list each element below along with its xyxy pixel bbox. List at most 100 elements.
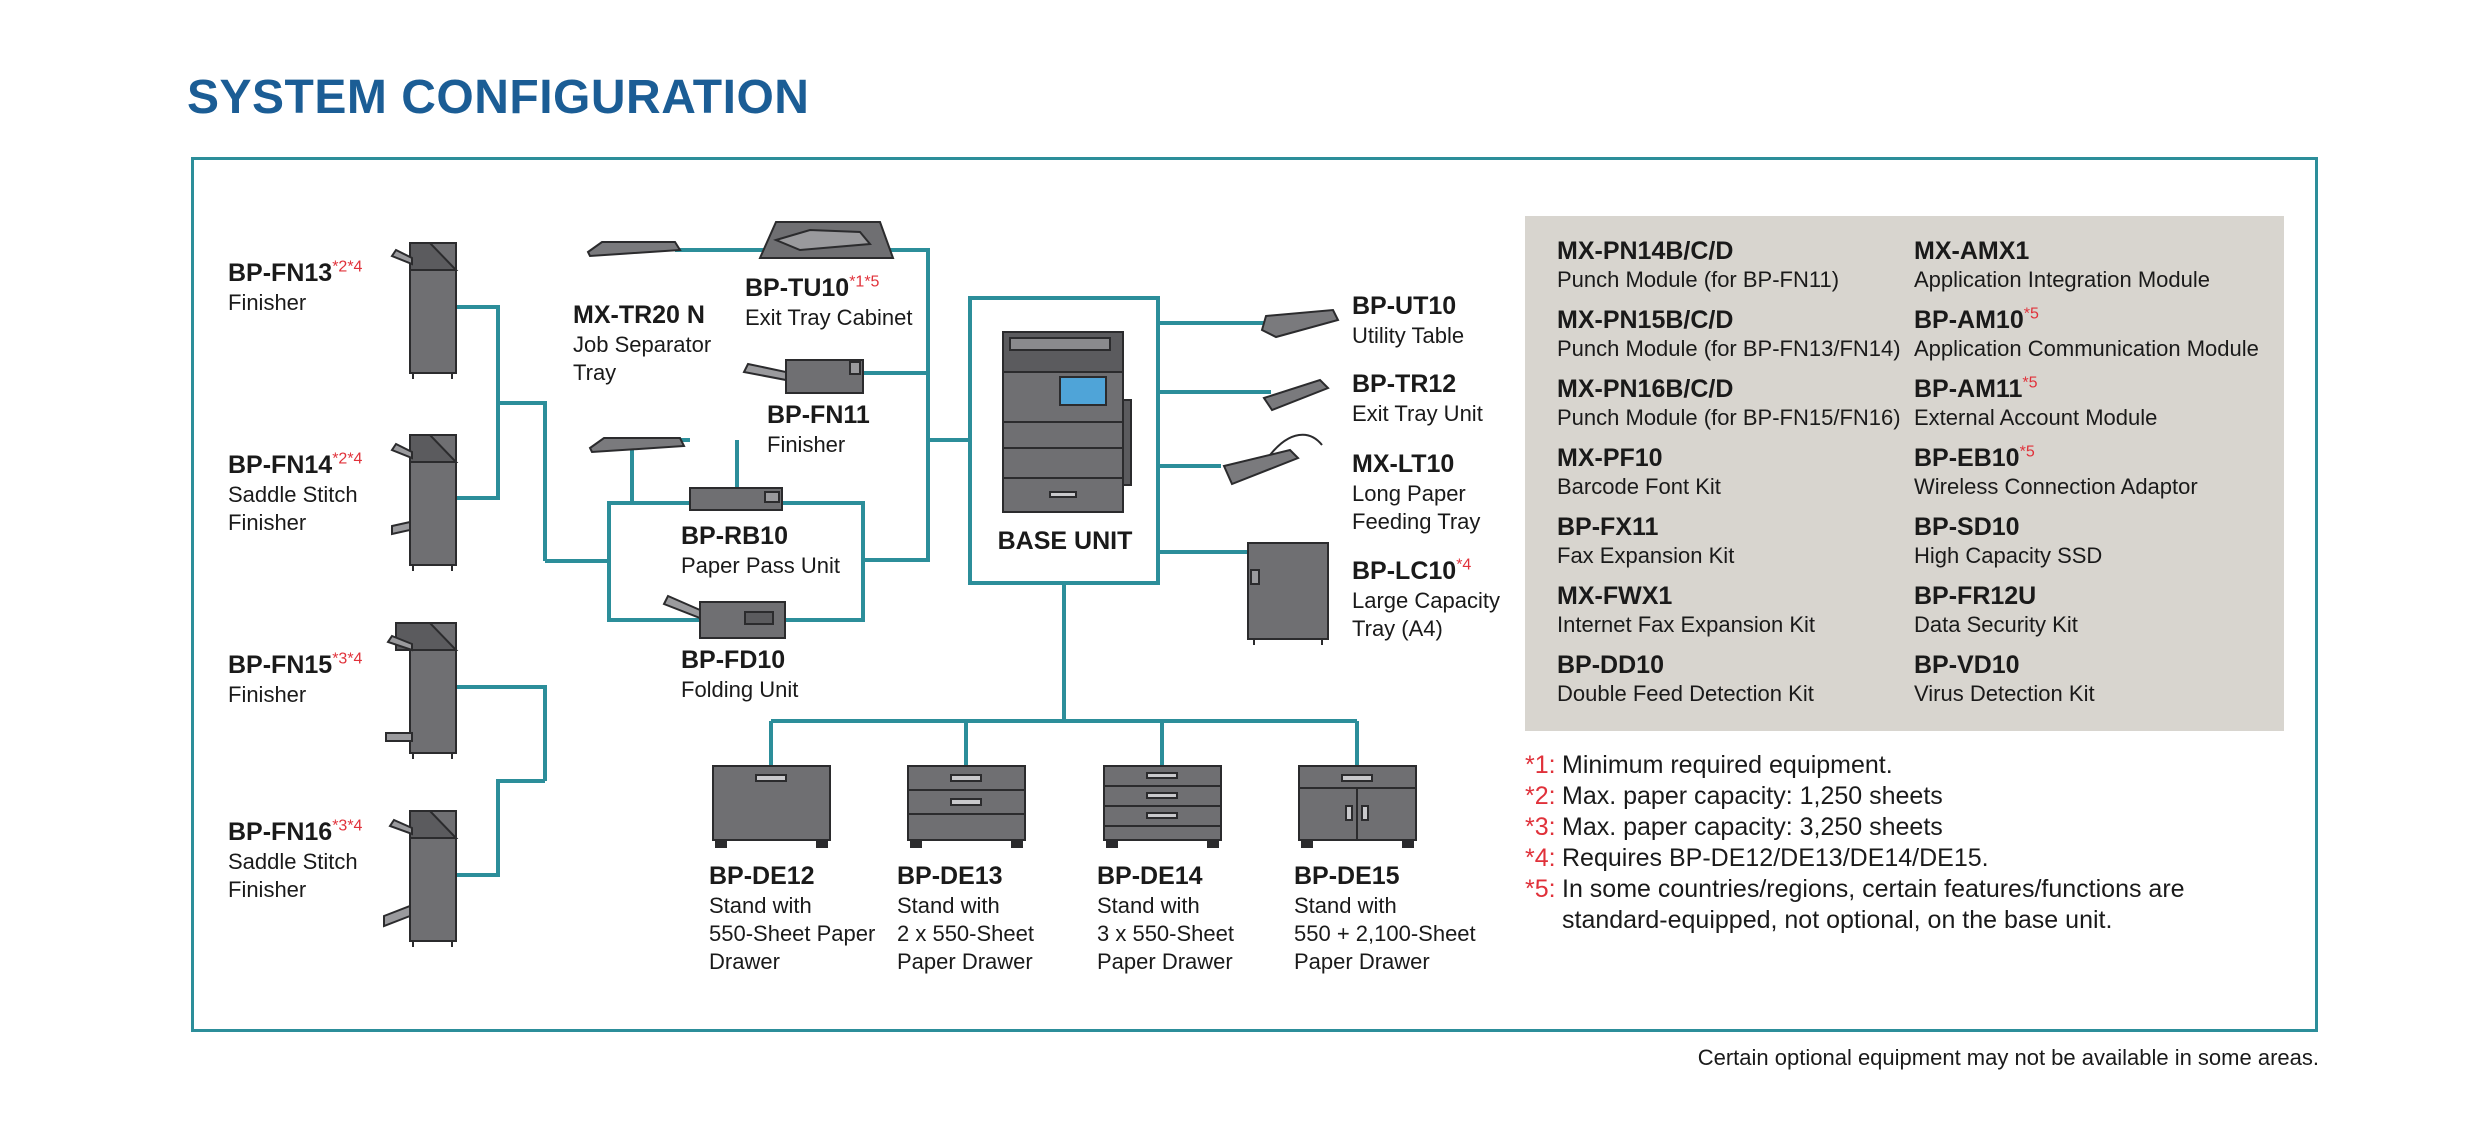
option-desc: Punch Module (for BP-FN11)	[1557, 267, 1840, 292]
footnote-marker: *1:	[1525, 751, 1556, 779]
label-lc10: BP-LC10*4 Large Capacity Tray (A4)	[1352, 556, 1500, 643]
code-fd10: BP-FD10	[681, 646, 786, 674]
option-desc: Punch Module (for BP-FN15/FN16)	[1557, 405, 1901, 430]
desc1-de13: Stand with	[897, 893, 1000, 918]
code-de12: BP-DE12	[709, 862, 815, 890]
desc1-de15: Stand with	[1294, 893, 1397, 918]
label-fn14: BP-FN14*2*4 Saddle Stitch Finisher	[228, 450, 362, 537]
footnote-text: Max. paper capacity: 1,250 sheets	[1562, 782, 1943, 810]
footnote: *1:Minimum required equipment.	[1525, 750, 2185, 781]
desc-fn13: Finisher	[228, 290, 307, 315]
desc-fn15: Finisher	[228, 682, 307, 707]
option-notes: *5	[2019, 443, 2035, 461]
desc2-de15: 550 + 2,100-Sheet	[1294, 921, 1476, 946]
desc3-de12: Drawer	[709, 949, 780, 974]
stand-de14-icon	[1103, 765, 1222, 848]
desc3-de13: Paper Drawer	[897, 949, 1033, 974]
line-fn15	[456, 685, 547, 781]
label-fd10: BP-FD10 Folding Unit	[681, 645, 798, 704]
stand-de15-icon	[1298, 765, 1417, 848]
label-fn13: BP-FN13*2*4 Finisher	[228, 258, 362, 317]
desc3-de14: Paper Drawer	[1097, 949, 1233, 974]
label-de13: BP-DE13 Stand with 2 x 550-Sheet Paper D…	[897, 861, 1034, 976]
desc2-de12: 550-Sheet Paper	[709, 921, 876, 946]
footnote: *2:Max. paper capacity: 1,250 sheets	[1525, 781, 2185, 812]
stand-de13-icon	[907, 765, 1026, 848]
desc2-lc10: Tray (A4)	[1352, 616, 1443, 641]
code-tr20n: MX-TR20 N	[573, 301, 705, 329]
label-tr20n: MX-TR20 N Job Separator Tray	[573, 300, 711, 387]
footnote-text: Minimum required equipment.	[1562, 751, 1893, 779]
label-lt10: MX-LT10 Long Paper Feeding Tray	[1352, 449, 1480, 536]
label-tu10: BP-TU10*1*5 Exit Tray Cabinet	[745, 273, 913, 332]
base-unit-label: BASE UNIT	[997, 527, 1133, 555]
finisher-fn13-icon	[390, 242, 459, 379]
notes-fn15: *3*4	[332, 650, 363, 668]
notes-fn13: *2*4	[332, 258, 363, 276]
desc-ut10: Utility Table	[1352, 323, 1465, 348]
option-desc: External Account Module	[1914, 405, 2158, 430]
option-code: BP-FR12U	[1914, 582, 2037, 610]
footnotes: *1:Minimum required equipment. *2:Max. p…	[1525, 750, 2185, 936]
desc2-de13: 2 x 550-Sheet	[897, 921, 1034, 946]
option-desc: Application Communication Module	[1914, 336, 2259, 361]
option-code: MX-FWX1	[1557, 582, 1673, 610]
code-rb10: BP-RB10	[681, 522, 788, 550]
base-unit-mfp-icon	[1002, 331, 1132, 513]
tray-tr20n-icon	[586, 241, 682, 258]
code-fn15: BP-FN15	[228, 651, 333, 679]
exit-tray-tr12-icon	[1262, 378, 1330, 412]
footer-disclaimer: Certain optional equipment may not be av…	[1697, 1045, 2319, 1070]
line-fn14	[456, 403, 500, 500]
code-tu10: BP-TU10	[745, 274, 850, 302]
code-lt10: MX-LT10	[1352, 450, 1455, 478]
desc1-de14: Stand with	[1097, 893, 1200, 918]
finisher-fn15-icon	[385, 622, 459, 759]
desc-fd10: Folding Unit	[681, 677, 799, 702]
option-code: BP-EB10	[1914, 444, 2020, 472]
option-desc: Application Integration Module	[1914, 267, 2210, 292]
line-fn16	[456, 779, 545, 877]
label-ut10: BP-UT10 Utility Table	[1352, 291, 1464, 350]
desc2-lt10: Feeding Tray	[1352, 509, 1481, 534]
option-code: BP-SD10	[1914, 513, 2020, 541]
footnote: *4:Requires BP-DE12/DE13/DE14/DE15.	[1525, 843, 2185, 874]
notes-tu10: *1*5	[849, 273, 880, 291]
desc1-lt10: Long Paper	[1352, 481, 1466, 506]
option-code: BP-DD10	[1557, 651, 1664, 679]
footnote-continuation: standard-equipped, not optional, on the …	[1525, 905, 2185, 936]
footnote: *3:Max. paper capacity: 3,250 sheets	[1525, 812, 2185, 843]
label-de14: BP-DE14 Stand with 3 x 550-Sheet Paper D…	[1097, 861, 1234, 976]
footnote-text: standard-equipped, not optional, on the …	[1562, 906, 2113, 934]
notes-fn14: *2*4	[332, 450, 363, 468]
option-desc: Punch Module (for BP-FN13/FN14)	[1557, 336, 1901, 361]
code-fn16: BP-FN16	[228, 818, 333, 846]
option-code: MX-PN14B/C/D	[1557, 237, 1734, 265]
footnote-marker: *2:	[1525, 782, 1556, 810]
device-illustrations	[383, 221, 1417, 947]
footnote: *5:In some countries/regions, certain fe…	[1525, 874, 2185, 905]
code-lc10: BP-LC10	[1352, 557, 1457, 585]
option-desc: Wireless Connection Adaptor	[1914, 474, 2198, 499]
option-notes: *5	[2023, 305, 2039, 323]
desc-tu10: Exit Tray Cabinet	[745, 305, 913, 330]
footnote-marker: *4:	[1525, 844, 1556, 872]
utility-table-ut10-icon	[1260, 308, 1340, 339]
option-desc: Virus Detection Kit	[1914, 681, 2095, 706]
option-code: MX-PN16B/C/D	[1557, 375, 1734, 403]
option-code: MX-AMX1	[1914, 237, 2030, 265]
finisher-fn11-icon	[742, 359, 864, 394]
label-fn11: BP-FN11 Finisher	[767, 400, 870, 459]
footnote-marker: *5:	[1525, 875, 1556, 903]
finisher-fn16-icon	[383, 810, 459, 947]
